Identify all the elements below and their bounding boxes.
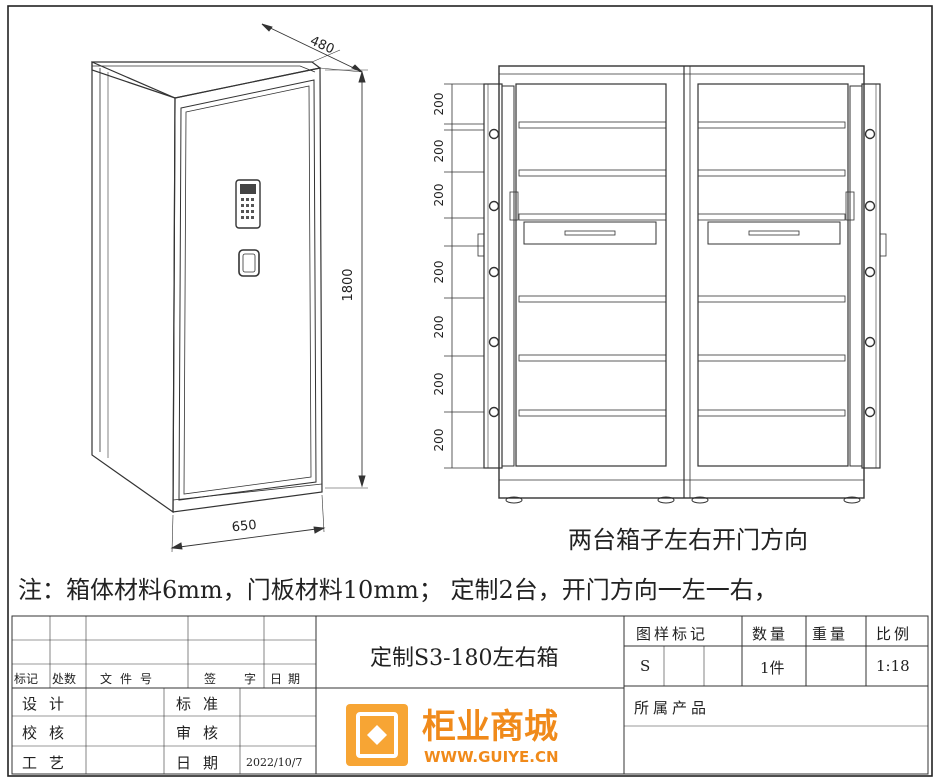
scale-header: 比例 bbox=[876, 625, 913, 643]
standard-label: 标准 bbox=[176, 695, 231, 713]
handle-icon bbox=[238, 249, 260, 277]
shelf-dimension-lines bbox=[444, 83, 484, 469]
shelf-dim-3: 200 bbox=[432, 184, 446, 207]
rev-date-label: 日期 bbox=[270, 672, 307, 686]
guiye-logo: 柜业商城 WWW.GUIYE.CN bbox=[346, 704, 559, 766]
door-direction-caption: 两台箱子左右开门方向 bbox=[568, 526, 808, 554]
review-label: 审核 bbox=[176, 724, 231, 742]
height-dimension-label: 1800 bbox=[341, 268, 356, 301]
rev-mark-label: 标记 bbox=[14, 672, 39, 686]
title-block bbox=[11, 615, 929, 775]
shelf-dim-6: 200 bbox=[432, 373, 446, 396]
safe-front-face bbox=[172, 67, 323, 513]
quantity-value: 1件 bbox=[760, 659, 785, 677]
drawing-mark-header: 图样标记 bbox=[636, 625, 709, 643]
cabinet-feet bbox=[505, 496, 861, 504]
left-cabinet-interior bbox=[515, 83, 667, 467]
weight-header: 重量 bbox=[812, 625, 849, 643]
logo-name: 柜业商城 bbox=[422, 707, 558, 747]
design-label: 设计 bbox=[22, 695, 77, 713]
rev-file-label: 文件号 bbox=[100, 672, 161, 686]
date-label: 日期 bbox=[176, 754, 231, 772]
check-label: 校核 bbox=[22, 724, 77, 742]
left-dimensions bbox=[170, 23, 368, 553]
keypad-icon bbox=[235, 179, 261, 229]
shelf-dim-1: 200 bbox=[432, 93, 446, 116]
rev-sign-label: 签 bbox=[204, 672, 217, 686]
sheet-border bbox=[7, 5, 933, 777]
shelf-dimension-labels: 200 200 200 200 200 200 200 bbox=[432, 93, 446, 452]
shelf-dim-4: 200 bbox=[432, 261, 446, 284]
drawing-mark-value: S bbox=[640, 657, 651, 675]
width-dimension-label: 650 bbox=[231, 518, 257, 536]
rev-count-label: 处数 bbox=[52, 672, 77, 686]
belongs-to-label: 所属产品 bbox=[634, 699, 711, 717]
scale-value: 1:18 bbox=[876, 657, 910, 675]
shelf-dim-7: 200 bbox=[432, 429, 446, 452]
date-value: 2022/10/7 bbox=[246, 756, 303, 769]
process-label: 工艺 bbox=[22, 754, 77, 772]
shelf-dim-2: 200 bbox=[432, 140, 446, 163]
material-note: 注：箱体材料6mm，门板材料10mm； 定制2台，开门方向一左一右， bbox=[18, 576, 778, 604]
open-cabinets-view bbox=[477, 65, 887, 504]
shelf-dim-5: 200 bbox=[432, 316, 446, 339]
left-open-door bbox=[477, 83, 519, 469]
safe-side-face bbox=[91, 61, 176, 514]
product-title: 定制S3-180左右箱 bbox=[370, 646, 559, 671]
isometric-safe-view bbox=[91, 61, 323, 514]
logo-url: WWW.GUIYE.CN bbox=[424, 748, 559, 766]
right-cabinet-interior bbox=[697, 83, 849, 467]
right-open-door bbox=[845, 83, 887, 469]
depth-dimension-label: 480 bbox=[308, 34, 337, 58]
rev-sign2-label: 字 bbox=[244, 672, 257, 686]
quantity-header: 数量 bbox=[752, 625, 789, 643]
safe-top-face bbox=[91, 61, 322, 99]
